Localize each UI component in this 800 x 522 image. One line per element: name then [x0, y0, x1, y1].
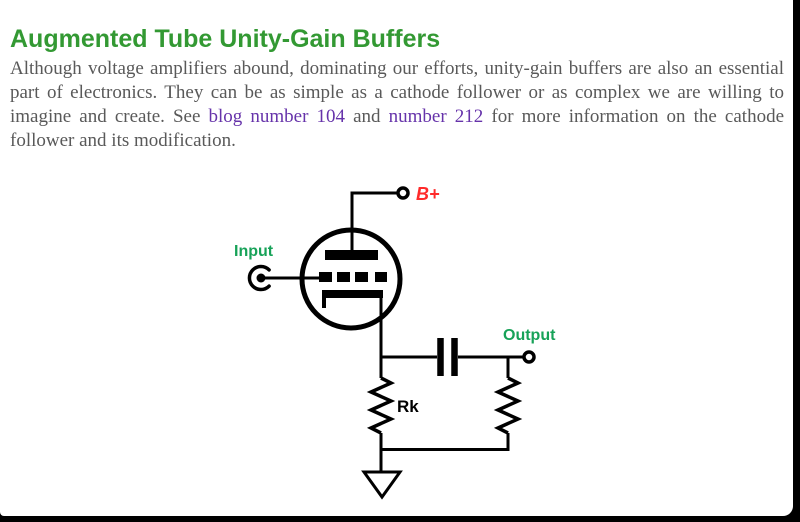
tube-plate [325, 250, 378, 260]
circuit-diagram: B+ Input Output Rk [220, 175, 580, 515]
tube-grid [319, 272, 387, 282]
resistor-load [493, 376, 523, 435]
input-jack-ring [247, 264, 271, 292]
bottom-edge-bar [0, 516, 800, 522]
input-jack-pin [256, 273, 266, 283]
page-title: Augmented Tube Unity-Gain Buffers [10, 25, 441, 53]
input-label: Input [234, 243, 274, 260]
tube-cathode [322, 290, 383, 298]
tube-symbol [299, 227, 403, 331]
link-number-212[interactable]: number 212 [388, 106, 484, 127]
circuit-wires [265, 191, 524, 472]
right-edge-bar [793, 0, 800, 522]
output-terminal [522, 350, 536, 364]
rk-label: Rk [397, 397, 419, 416]
paragraph-text-3: for more information on the cathode foll… [10, 106, 784, 151]
bplus-label: B+ [416, 184, 440, 204]
paragraph-text-1: Although voltage amplifiers abound, domi… [10, 58, 784, 127]
link-blog-number-104[interactable]: blog number 104 [208, 106, 346, 127]
tube-envelope [299, 227, 403, 331]
output-label: Output [503, 327, 556, 344]
ground-symbol [361, 470, 403, 500]
coupling-capacitor [437, 338, 458, 376]
resistor-rk [366, 376, 396, 435]
article-page: Augmented Tube Unity-Gain Buffers Althou… [0, 0, 793, 516]
paragraph-text-2: and [345, 106, 389, 127]
intro-paragraph: Although voltage amplifiers abound, domi… [10, 57, 784, 153]
input-jack [247, 264, 271, 292]
bplus-terminal [396, 186, 410, 200]
